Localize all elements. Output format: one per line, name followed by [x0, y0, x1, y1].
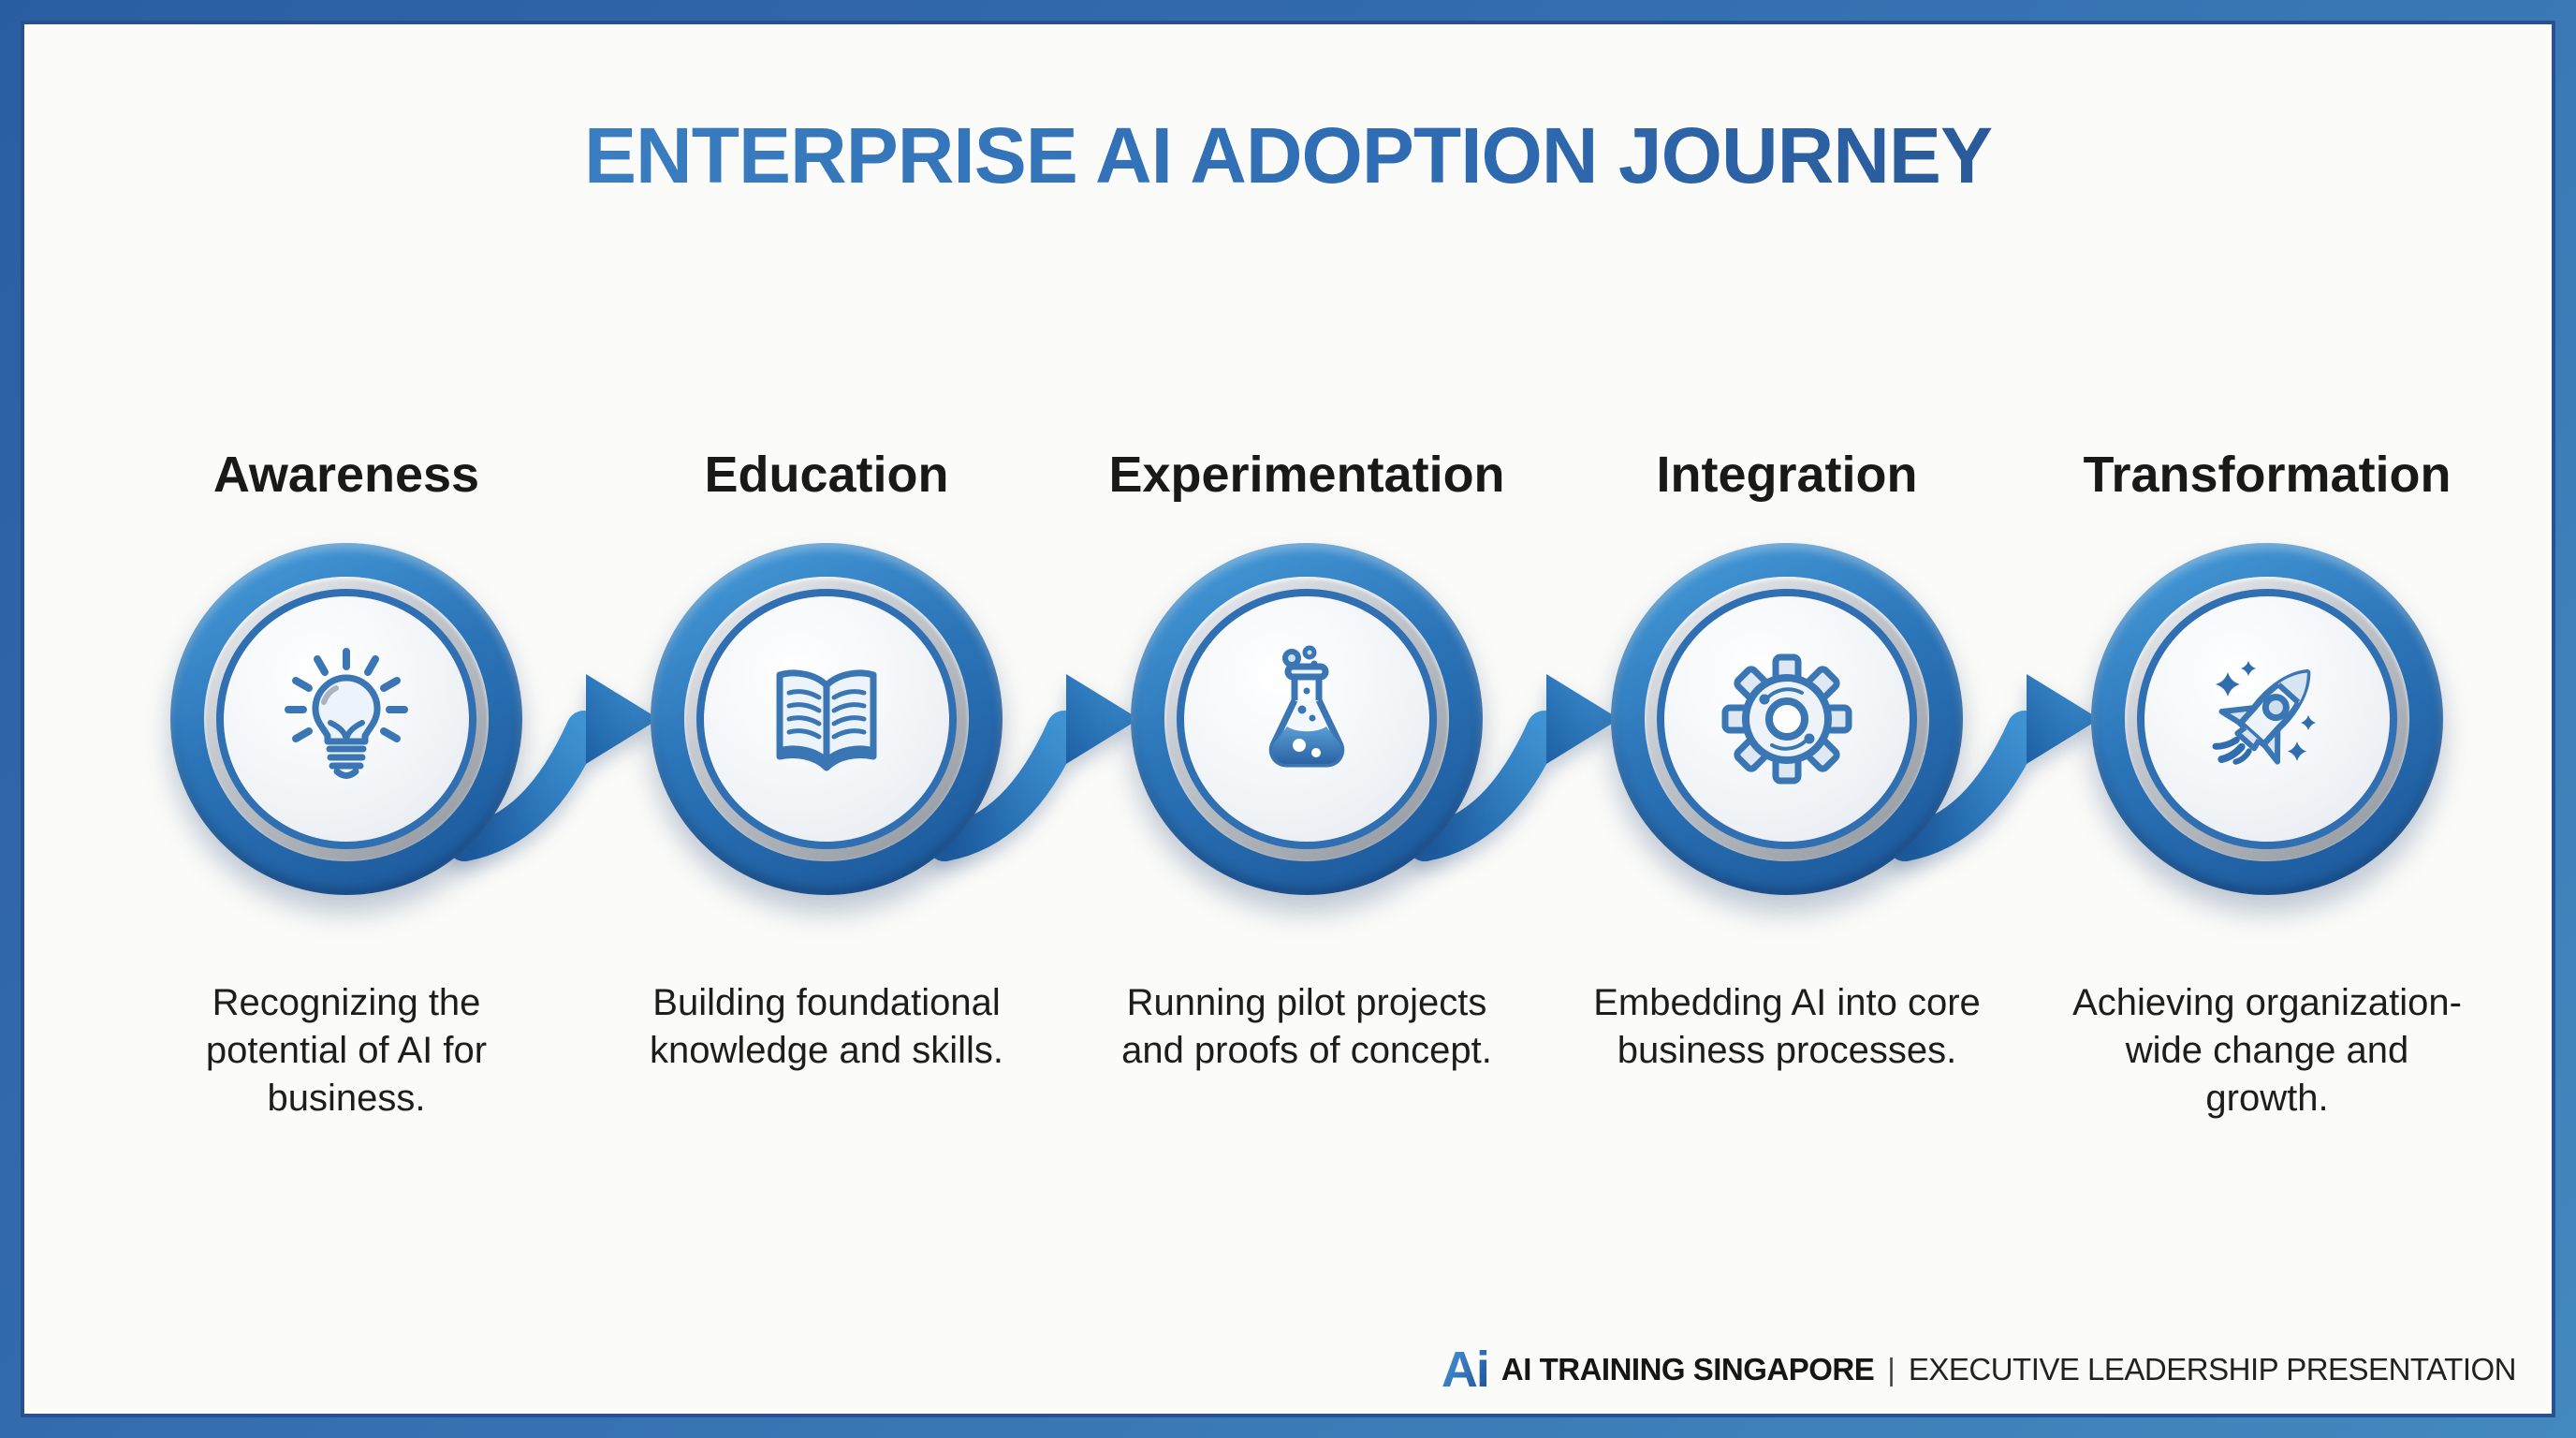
open-book-icon	[776, 669, 877, 771]
ai-training-logo: Ai	[1441, 1342, 1490, 1398]
rocket-icon	[2212, 661, 2316, 765]
stage-description: Building foundational knowledge and skil…	[650, 982, 1003, 1071]
stage-label: Experimentation	[1108, 447, 1505, 503]
stage-label: Transformation	[2083, 447, 2452, 503]
stage-experimentation: Experimentation	[1066, 444, 1547, 1075]
gear-icon	[1721, 653, 1852, 785]
badge-silver-ring	[684, 577, 969, 861]
stage-label: Awareness	[212, 447, 480, 503]
footer-separator: |	[1887, 1352, 1895, 1387]
stage-description: Running pilot projects and proofs of con…	[1121, 982, 1492, 1071]
footer-brand: AI TRAINING SINGAPORE	[1500, 1352, 1875, 1387]
stage-badge	[1131, 543, 1483, 895]
flow-arrow	[927, 674, 1139, 861]
flask-icon	[1268, 645, 1345, 768]
page-title: ENTERPRISE AI ADOPTION JOURNEY	[24, 110, 2552, 201]
footer-tagline: EXECUTIVE LEADERSHIP PRESENTATION	[1908, 1352, 2517, 1387]
stage-label: Integration	[1656, 447, 1918, 503]
badge-silver-ring	[1645, 577, 1929, 861]
flow-arrow	[1407, 674, 1619, 861]
stage-awareness: Awareness	[106, 444, 587, 1122]
flow-arrow	[1887, 674, 2100, 861]
slide-content: ENTERPRISE AI ADOPTION JOURNEY	[21, 21, 2555, 1417]
stage-transformation: Transformation	[2027, 444, 2508, 1122]
footer: Ai AI TRAINING SINGAPORE | EXECUTIVE LEA…	[1441, 1341, 2517, 1399]
flow-arrow	[446, 674, 659, 861]
lightbulb-icon	[285, 648, 408, 779]
stage-integration: Integration	[1546, 444, 2027, 1075]
stage-badge	[651, 543, 1003, 895]
stage-label: Education	[704, 447, 949, 503]
stage-badge	[170, 543, 522, 895]
stage-description: Embedding AI into core business processe…	[1593, 982, 1981, 1071]
badge-silver-ring	[2125, 577, 2409, 861]
stage-description: Achieving organization-wide change and g…	[2072, 982, 2462, 1119]
stage-description: Recognizing the potential of AI for busi…	[205, 982, 488, 1119]
stage-badge	[1611, 543, 1963, 895]
badge-silver-ring	[204, 577, 489, 861]
stage-education: Education	[586, 444, 1067, 1075]
stage-badge	[2091, 543, 2443, 895]
badge-silver-ring	[1164, 577, 1449, 861]
